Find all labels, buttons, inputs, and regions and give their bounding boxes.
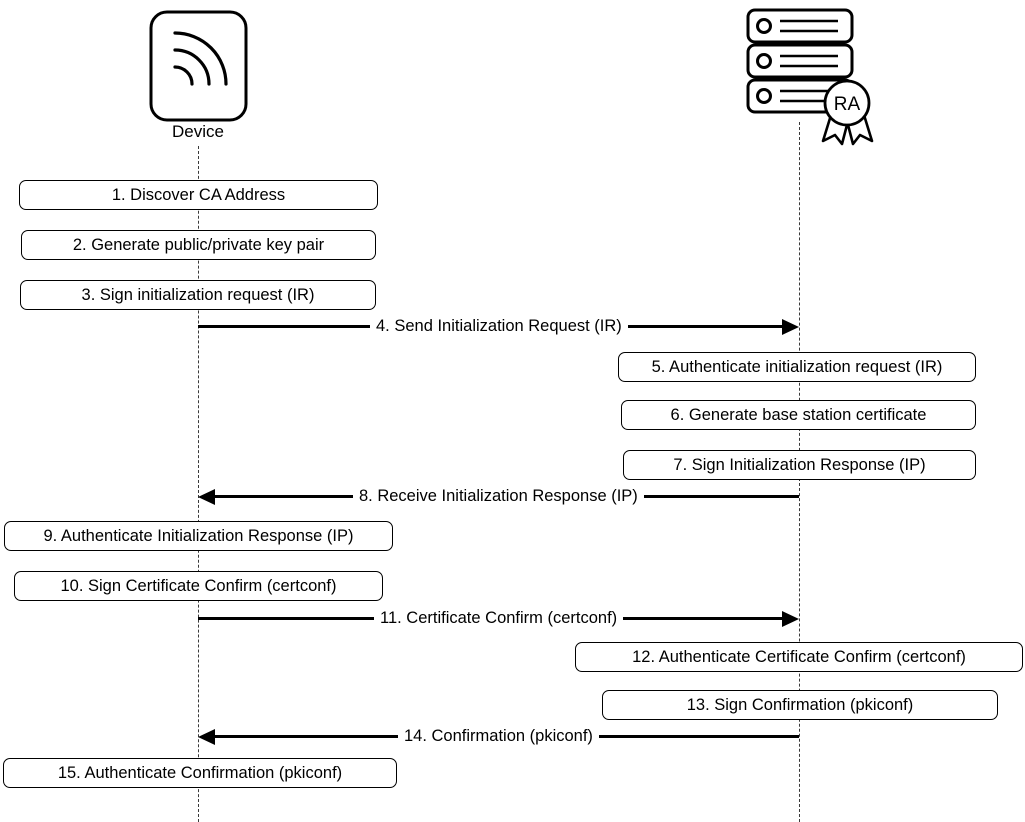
server-stack-icon: RA [746,8,874,146]
process-box-13-label: 13. Sign Confirmation (pkiconf) [686,696,914,714]
message-arrow-8: 8. Receive Initialization Response (IP) [198,484,799,510]
message-arrow-14-head [198,728,215,745]
process-box-10: 10. Sign Certificate Confirm (certconf) [14,571,383,601]
message-arrow-8-head [198,488,215,505]
process-box-7: 7. Sign Initialization Response (IP) [623,450,976,480]
process-box-6: 6. Generate base station certificate [621,400,976,430]
message-arrow-4-head [782,318,799,335]
process-box-15: 15. Authenticate Confirmation (pkiconf) [3,758,397,788]
ra-badge-label: RA [834,94,861,115]
message-arrow-4: 4. Send Initialization Request (IR) [198,314,799,340]
lifeline-device [198,146,199,822]
process-box-12-label: 12. Authenticate Certificate Confirm (ce… [632,648,966,666]
process-box-7-label: 7. Sign Initialization Response (IP) [673,456,926,474]
process-box-10-label: 10. Sign Certificate Confirm (certconf) [60,577,337,595]
message-arrow-8-label: 8. Receive Initialization Response (IP) [353,484,644,510]
process-box-2-label: 2. Generate public/private key pair [72,236,325,254]
process-box-2: 2. Generate public/private key pair [21,230,376,260]
process-box-15-label: 15. Authenticate Confirmation (pkiconf) [57,764,343,782]
message-arrow-11-label: 11. Certificate Confirm (certconf) [374,606,624,632]
process-box-1: 1. Discover CA Address [19,180,378,210]
process-box-3: 3. Sign initialization request (IR) [20,280,376,310]
process-box-5-label: 5. Authenticate initialization request (… [651,358,943,376]
message-arrow-11: 11. Certificate Confirm (certconf) [198,606,799,632]
process-box-5: 5. Authenticate initialization request (… [618,352,976,382]
actor-device-label: Device [172,122,224,141]
process-box-13: 13. Sign Confirmation (pkiconf) [602,690,998,720]
process-box-1-label: 1. Discover CA Address [111,186,286,204]
message-arrow-14-label: 14. Confirmation (pkiconf) [398,724,599,750]
process-box-6-label: 6. Generate base station certificate [670,406,927,424]
actor-ra: RA [745,5,875,146]
process-box-3-label: 3. Sign initialization request (IR) [81,286,315,304]
message-arrow-14: 14. Confirmation (pkiconf) [198,724,799,750]
process-box-9-label: 9. Authenticate Initialization Response … [43,527,354,545]
message-arrow-4-label: 4. Send Initialization Request (IR) [370,314,628,340]
certificate-badge-icon: RA [821,79,874,146]
process-box-9: 9. Authenticate Initialization Response … [4,521,393,551]
process-box-12: 12. Authenticate Certificate Confirm (ce… [575,642,1023,672]
message-arrow-11-head [782,610,799,627]
actor-device [149,10,248,122]
wireless-device-icon [149,10,248,122]
